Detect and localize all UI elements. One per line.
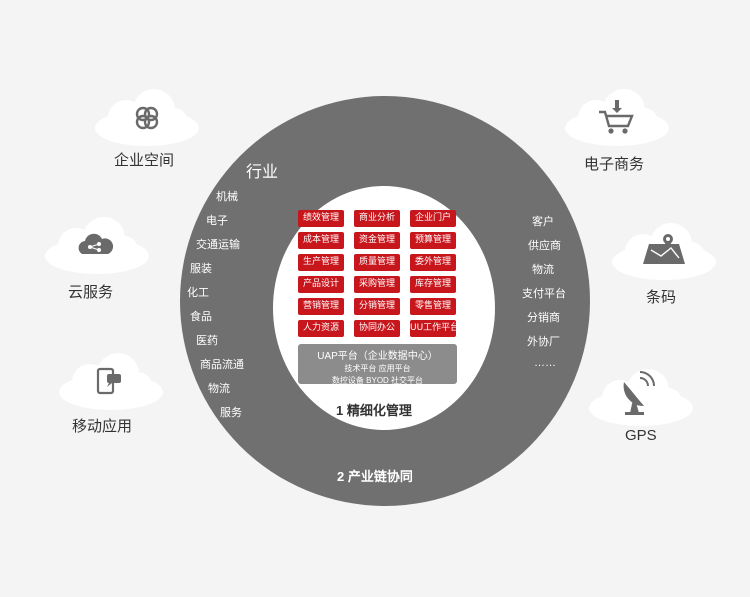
uap-platform-box: UAP平台（企业数据中心） 技术平台 应用平台 数控设备 BYOD 社交平台 xyxy=(298,344,457,385)
module-cell[interactable]: 生产管理 xyxy=(298,254,344,271)
cloud-barcode[interactable] xyxy=(605,222,723,282)
module-cell[interactable]: 企业门户 xyxy=(410,210,456,227)
map-icon xyxy=(643,234,685,264)
industry-item: 物流 xyxy=(208,383,230,395)
link-icon xyxy=(135,106,159,130)
partner-item: 外协厂 xyxy=(527,336,560,348)
label-barcode: 条码 xyxy=(646,289,677,306)
module-cell[interactable]: 库存管理 xyxy=(410,276,456,293)
module-cell[interactable]: 采购管理 xyxy=(354,276,400,293)
module-cell[interactable]: UU工作平台 xyxy=(410,320,459,337)
ring-title: 2 产业链协同 xyxy=(337,469,413,484)
cloud-mobile-apps[interactable] xyxy=(52,352,170,412)
partner-item: 分销商 xyxy=(527,312,560,324)
partner-item: …… xyxy=(534,357,556,369)
industry-item: 服务 xyxy=(220,407,242,419)
module-cell[interactable]: 质量管理 xyxy=(354,254,400,271)
cloud-share-icon xyxy=(78,233,114,254)
label-enterprise-space: 企业空间 xyxy=(114,152,175,169)
partner-item: 供应商 xyxy=(528,240,561,252)
module-cell[interactable]: 绩效管理 xyxy=(298,210,344,227)
core-title: 1 精细化管理 xyxy=(336,403,412,418)
cloud-cloud-services[interactable] xyxy=(38,216,156,276)
module-cell[interactable]: 协同办公 xyxy=(354,320,400,337)
industry-item: 交通运输 xyxy=(196,239,240,251)
uap-title: UAP平台（企业数据中心） xyxy=(317,351,438,362)
module-cell[interactable]: 委外管理 xyxy=(410,254,456,271)
module-cell[interactable]: 成本管理 xyxy=(298,232,344,249)
module-cell[interactable]: 资金管理 xyxy=(354,232,400,249)
partner-item: 支付平台 xyxy=(522,288,566,300)
module-cell[interactable]: 人力资源 xyxy=(298,320,344,337)
label-e-commerce: 电子商务 xyxy=(584,156,645,173)
label-cloud-services: 云服务 xyxy=(68,284,114,301)
partner-item: 物流 xyxy=(532,264,554,276)
industry-item: 食品 xyxy=(190,311,212,323)
module-cell[interactable]: 预算管理 xyxy=(410,232,456,249)
module-cell[interactable]: 产品设计 xyxy=(298,276,344,293)
cloud-enterprise-space[interactable] xyxy=(88,88,206,148)
industry-item: 服装 xyxy=(190,263,212,275)
module-cell[interactable]: 商业分析 xyxy=(354,210,400,227)
uap-line-2: 数控设备 BYOD 社交平台 xyxy=(331,376,424,385)
industry-item: 化工 xyxy=(187,287,209,299)
module-cell[interactable]: 零售管理 xyxy=(410,298,456,315)
industry-item: 机械 xyxy=(216,191,238,203)
uap-line-1: 技术平台 应用平台 xyxy=(344,364,411,373)
module-cell[interactable]: 分销管理 xyxy=(354,298,400,315)
satellite-dish-icon xyxy=(623,371,655,415)
mobile-chat-icon xyxy=(96,367,121,395)
shopping-cart-icon xyxy=(599,100,634,134)
industry-item: 电子 xyxy=(206,215,228,227)
cloud-gps[interactable] xyxy=(582,368,700,428)
module-cell[interactable]: 营销管理 xyxy=(298,298,344,315)
industry-item: 医药 xyxy=(196,335,218,347)
cloud-e-commerce[interactable] xyxy=(558,88,676,148)
partner-item: 客户 xyxy=(532,216,554,228)
label-mobile-apps: 移动应用 xyxy=(72,418,133,435)
label-gps: GPS xyxy=(625,427,657,444)
industry-title: 行业 xyxy=(246,164,279,181)
industry-item: 商品流通 xyxy=(200,359,244,371)
